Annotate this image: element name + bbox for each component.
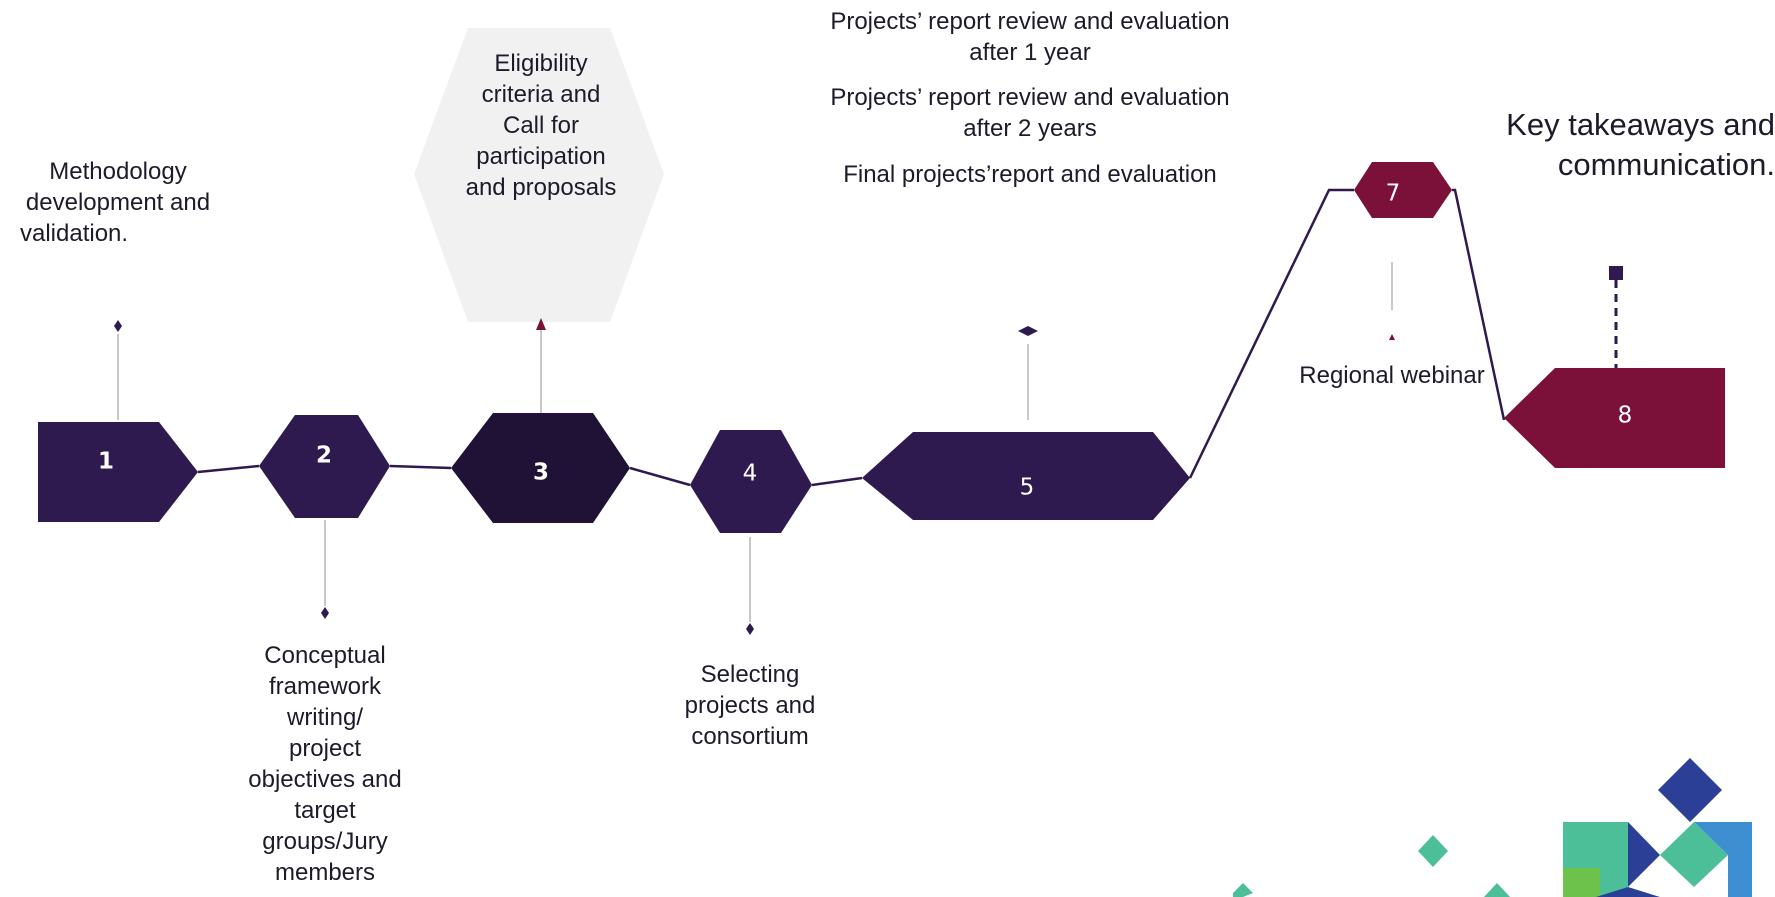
step-1-label: Methodology development and validation.: [20, 158, 211, 247]
step-3-label: Eligibility criteria and Call for partic…: [465, 50, 617, 201]
step-3-shape: [451, 413, 630, 523]
step-7-number: 7: [1386, 181, 1401, 207]
brand-logo: [1233, 758, 1752, 897]
step-1-number: 1: [98, 449, 114, 475]
step-3-number: 3: [533, 460, 549, 486]
step-5-label-year-1: Projects’ report review and evaluation a…: [830, 8, 1230, 66]
step-5-shape: [862, 432, 1190, 520]
step-2-shape: [259, 415, 390, 518]
step-4-marker-diamond: [746, 623, 754, 635]
step-8-number: 8: [1618, 403, 1633, 429]
step-8-label: Key takeaways and communication.: [1506, 107, 1775, 182]
step-1-shape: [38, 422, 198, 522]
step-7-marker-triangle: [1389, 334, 1395, 340]
step-4-number: 4: [743, 461, 758, 487]
step-2-marker-diamond: [321, 607, 329, 619]
step-8-marker-square: [1609, 266, 1623, 280]
step-4-label: Selecting projects and consortium: [684, 661, 816, 750]
step-5-label-final: Final projects’report and evaluation: [843, 161, 1217, 188]
step-5-label-year-2: Projects’ report review and evaluation a…: [830, 84, 1230, 142]
step-1-marker-diamond: [114, 320, 122, 332]
step-5-number: 5: [1020, 475, 1035, 501]
step-2-number: 2: [316, 443, 332, 469]
step-7-shape: [1354, 162, 1452, 218]
step-8-shape: [1504, 368, 1725, 468]
step-5-marker-diamond: [1018, 326, 1038, 336]
step-2-label: Conceptual framework writing/ project ob…: [248, 642, 402, 886]
connector-lines: [197, 188, 1506, 487]
step-3-label-background: [414, 28, 664, 322]
step-4-shape: [690, 430, 812, 533]
step-7-label: Regional webinar: [1299, 362, 1485, 389]
step-3-marker-triangle: [536, 318, 546, 330]
leader-lines: [117, 262, 1393, 622]
